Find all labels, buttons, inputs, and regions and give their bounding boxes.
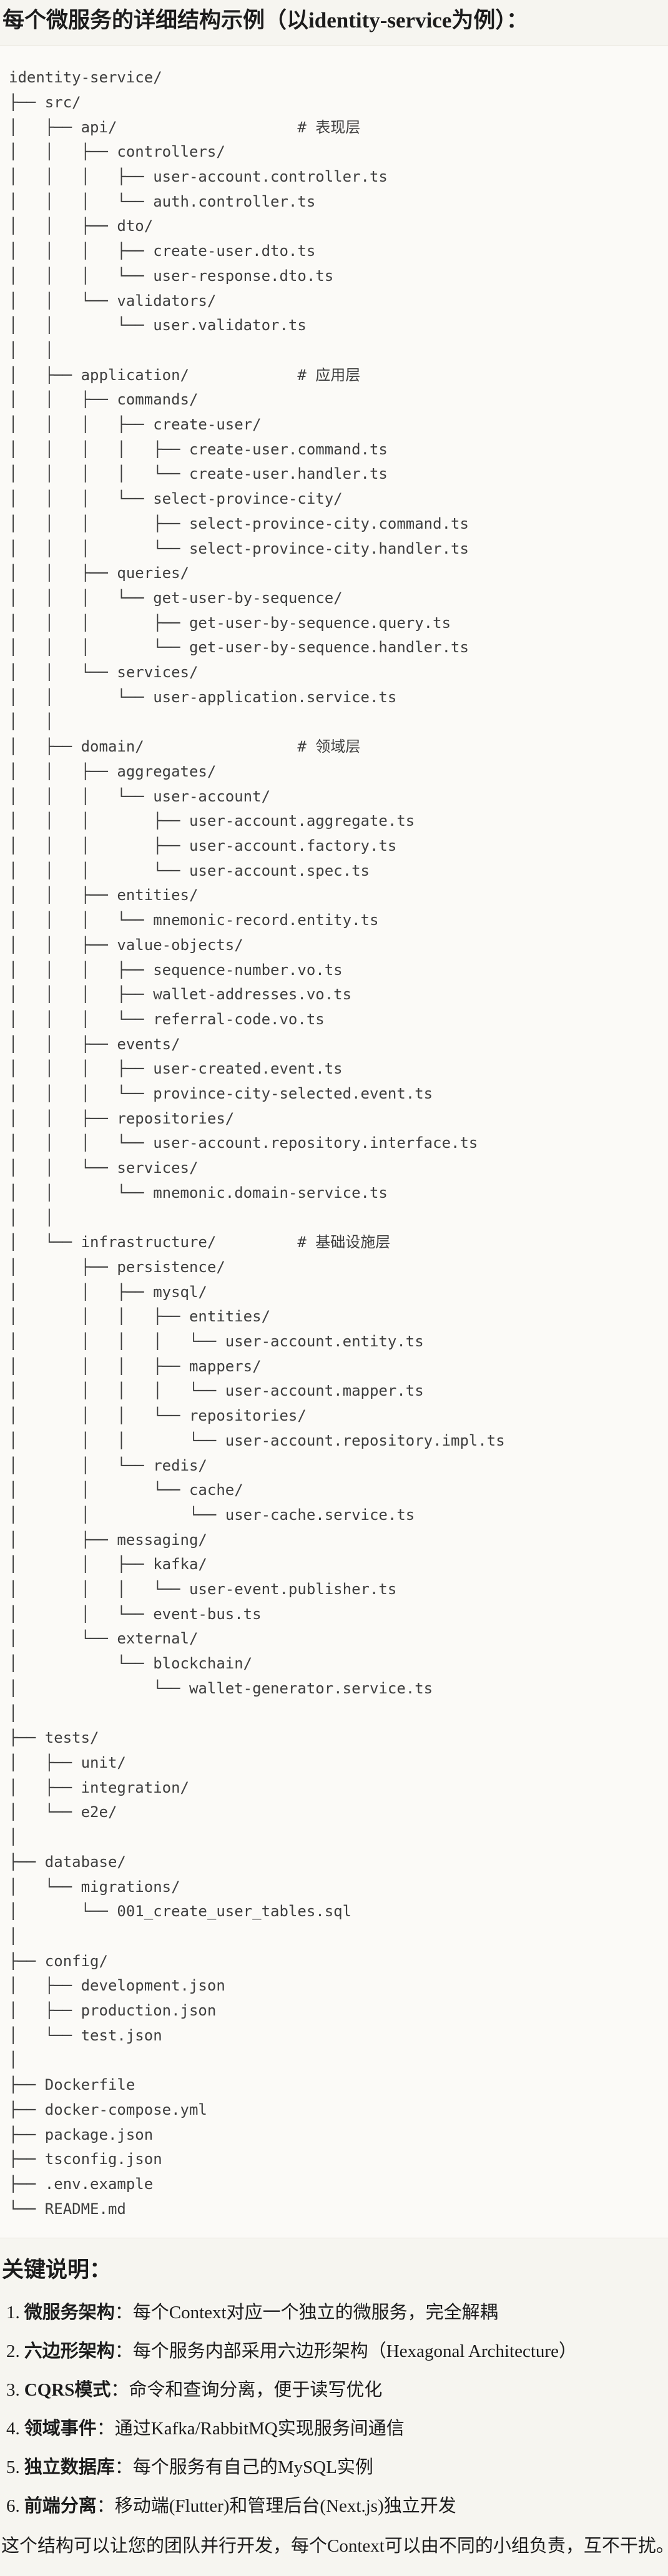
directory-tree-code-block: identity-service/ ├── src/ │ ├── api/ # … <box>0 46 668 2239</box>
note-text: ：每个服务内部采用六边形架构（Hexagonal Architecture） <box>114 2341 577 2361</box>
note-term: 六边形架构 <box>24 2341 115 2361</box>
note-item: 3.CQRS模式：命令和查询分离，便于读写优化 <box>6 2378 668 2402</box>
note-item: 4.领域事件：通过Kafka/RabbitMQ实现服务间通信 <box>6 2416 668 2441</box>
note-item: 2.六边形架构：每个服务内部采用六边形架构（Hexagonal Architec… <box>6 2339 668 2364</box>
note-text: ：命令和查询分离，便于读写优化 <box>111 2379 383 2400</box>
notes-heading: 关键说明： <box>2 2258 112 2283</box>
note-term: CQRS模式 <box>24 2379 111 2400</box>
closing-paragraph: 这个结构可以让您的团队并行开发，每个Context可以由不同的小组负责，互不干扰… <box>1 2535 668 2556</box>
note-text: ：每个服务有自己的MySQL实例 <box>114 2457 373 2477</box>
note-text: ：移动端(Flutter)和管理后台(Next.js)独立开发 <box>96 2495 456 2516</box>
note-term: 微服务架构 <box>24 2302 115 2323</box>
note-term: 独立数据库 <box>24 2457 115 2477</box>
note-number: 3. <box>6 2379 20 2400</box>
note-item: 6.前端分离：移动端(Flutter)和管理后台(Next.js)独立开发 <box>6 2494 668 2519</box>
page-title: 每个微服务的详细结构示例（以identity-service为例）： <box>2 8 528 32</box>
note-text: ：通过Kafka/RabbitMQ实现服务间通信 <box>96 2418 405 2439</box>
note-number: 2. <box>6 2341 20 2361</box>
note-item: 5.独立数据库：每个服务有自己的MySQL实例 <box>6 2455 668 2480</box>
note-term: 前端分离 <box>24 2495 97 2516</box>
note-number: 5. <box>6 2457 20 2477</box>
note-number: 1. <box>6 2302 20 2323</box>
directory-tree: identity-service/ ├── src/ │ ├── api/ # … <box>9 69 505 2218</box>
notes-list: 1.微服务架构：每个Context对应一个独立的微服务，完全解耦 2.六边形架构… <box>0 2300 668 2519</box>
note-text: ：每个Context对应一个独立的微服务，完全解耦 <box>114 2302 498 2323</box>
note-item: 1.微服务架构：每个Context对应一个独立的微服务，完全解耦 <box>6 2300 668 2325</box>
note-term: 领域事件 <box>24 2418 97 2439</box>
note-number: 4. <box>6 2418 20 2439</box>
note-number: 6. <box>6 2495 20 2516</box>
